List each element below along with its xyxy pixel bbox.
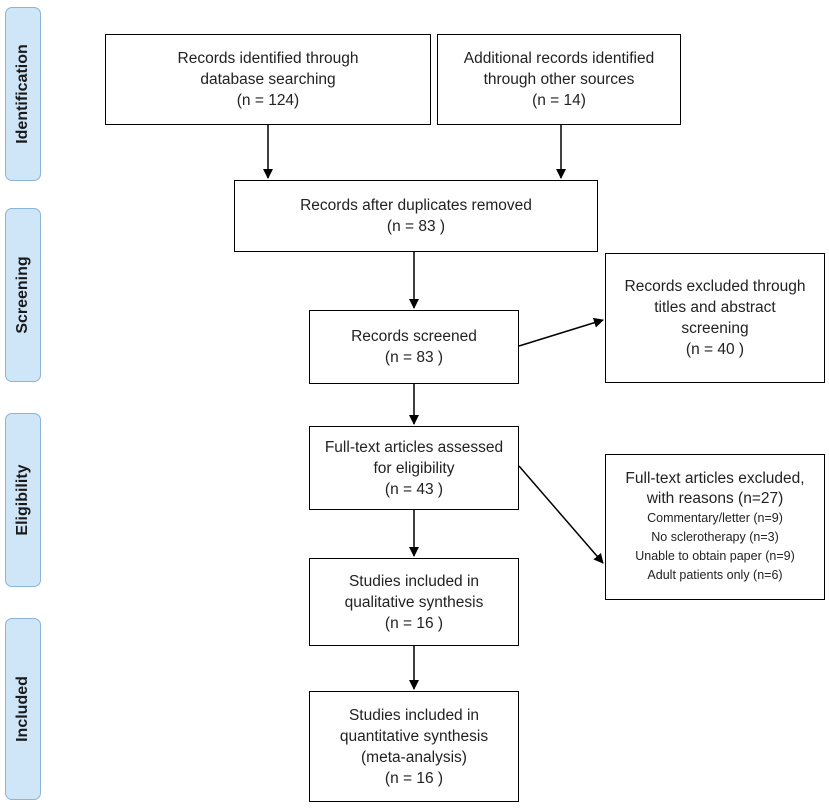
phase-screening: Screening [5,208,41,382]
arrow-fulltext-to-reasons [518,465,604,564]
exclusion-reason: Commentary/letter (n=9) [647,511,783,525]
box-text-line: database searching [200,71,336,88]
box-records-screened: Records screened (n = 83 ) [309,310,519,384]
box-text-line: screening [681,320,749,337]
box-text-line: Records after duplicates removed [300,197,532,214]
exclusion-reason: No sclerotherapy (n=3) [651,530,779,544]
phase-included: Included [5,618,41,800]
box-text-line: qualitative synthesis [344,593,484,611]
box-count: (n = 16 ) [384,769,444,787]
box-duplicates-removed: Records after duplicates removed (n = 83… [234,180,598,252]
phase-eligibility: Eligibility [5,413,41,587]
box-count: (n = 14) [532,92,586,109]
box-quantitative-synthesis: Studies included in quantitative synthes… [309,691,519,802]
box-count: (n = 16 ) [384,614,444,632]
exclusion-reason: Unable to obtain paper (n=9) [635,549,795,563]
box-other-sources: Additional records identified through ot… [437,34,681,125]
box-text-line: Studies included in [348,706,480,724]
box-text-line: Records screened [351,328,477,345]
box-qualitative-synthesis: Studies included in qualitative synthesi… [309,558,519,646]
box-count: (n = 83 ) [386,218,446,235]
box-records-excluded: Records excluded through titles and abst… [605,253,825,383]
box-fulltext-excluded: Full-text articles excluded, with reason… [605,454,825,600]
box-count: (n = 124) [236,92,300,109]
box-text-line: (meta-analysis) [361,748,467,766]
box-text-line: quantitative synthesis [339,727,489,745]
box-text-line: for eligibility [373,459,455,477]
arrow-screened-to-excluded [518,317,604,347]
box-text-line: Full-text articles excluded, [625,470,805,487]
box-text-line: with reasons (n=27) [646,490,784,507]
box-text-line: Full-text articles assessed [324,438,504,456]
phase-identification: Identification [5,7,41,181]
box-count: (n = 83 ) [384,349,444,366]
box-fulltext-assessed: Full-text articles assessed for eligibil… [309,426,519,510]
box-text-line: Additional records identified [463,50,655,67]
box-text-line: through other sources [483,71,635,88]
box-count: (n = 40 ) [685,341,745,358]
box-database-search: Records identified through database sear… [105,34,431,125]
box-text-line: Records identified through [177,50,359,67]
box-text-line: Studies included in [348,572,480,590]
box-text-line: titles and abstract [654,299,776,316]
box-text-line: Records excluded through [624,278,806,295]
box-count: (n = 43 ) [384,480,444,498]
exclusion-reason: Adult patients only (n=6) [647,568,783,582]
